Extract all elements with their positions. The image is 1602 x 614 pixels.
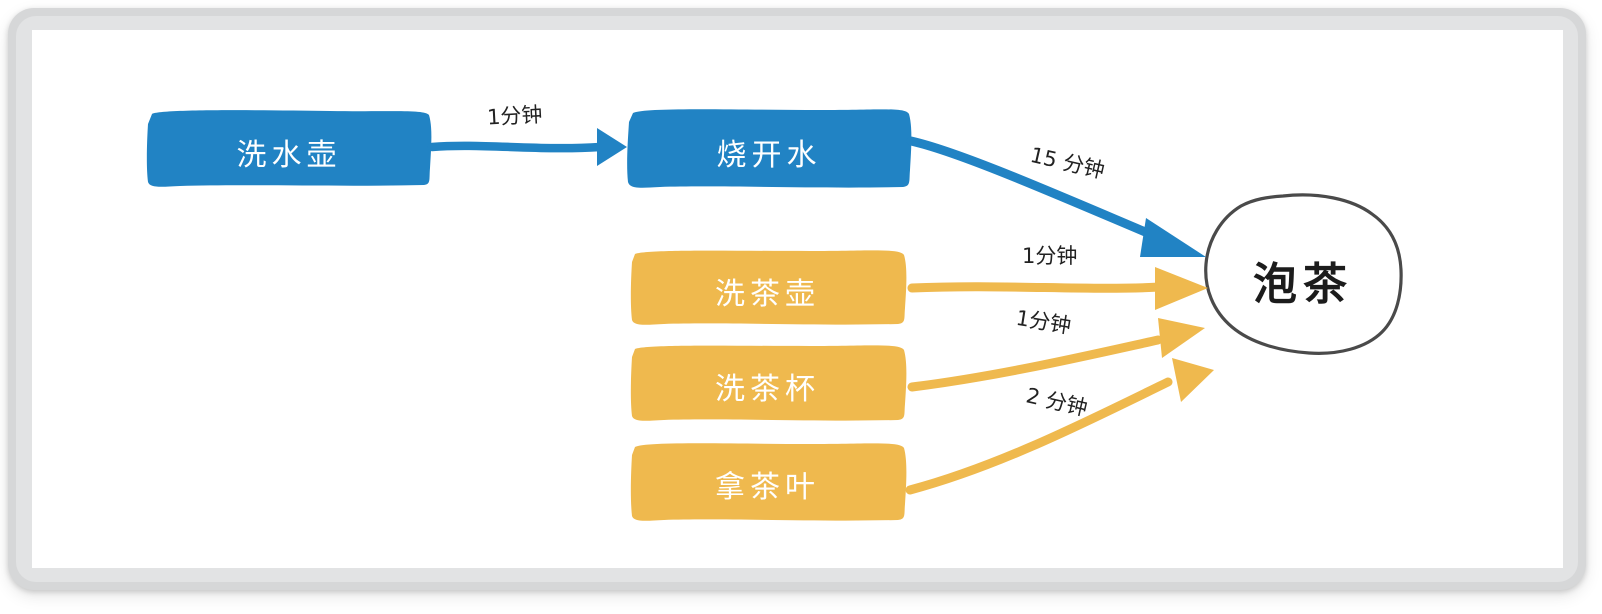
edge-get-tealeaf-to-make-tea [905, 358, 1214, 495]
node-label-boil-water: 烧开水 [716, 138, 822, 173]
edge-wash-teapot-to-make-tea [907, 267, 1208, 310]
node-shape-get-tealeaf[interactable] [630, 443, 907, 521]
node-label-wash-teacup: 洗茶杯 [715, 372, 820, 407]
arrowhead [1140, 218, 1206, 257]
arrowhead [597, 128, 627, 166]
node-shape-wash-teapot[interactable] [630, 250, 907, 325]
arrowhead [1158, 318, 1205, 358]
edge-line [427, 141, 605, 153]
node-label-wash-kettle: 洗水壶 [236, 138, 342, 173]
edge-line [905, 377, 1173, 495]
edge-line [907, 335, 1163, 392]
edge-boil-water-to-make-tea [906, 136, 1206, 257]
node-label-make-tea: 泡茶 [1253, 259, 1353, 310]
node-label-get-tealeaf: 拿茶叶 [715, 470, 820, 505]
edge-wash-teacup-to-make-tea [907, 318, 1205, 392]
node-shape-make-tea[interactable] [1204, 193, 1403, 355]
edge-line [907, 282, 1165, 293]
node-shape-boil-water[interactable] [627, 109, 912, 188]
arrowhead [1155, 267, 1208, 310]
node-shape-wash-teacup[interactable] [630, 345, 907, 421]
edge-label-wash-teapot-to-make-tea: 1分钟 [1022, 244, 1078, 268]
arrowhead [1172, 358, 1214, 402]
node-shape-wash-kettle[interactable] [146, 110, 432, 187]
edge-label-wash-kettle-to-boil-water: 1分钟 [486, 102, 544, 130]
edge-line [906, 136, 1155, 239]
node-label-wash-teapot: 洗茶壶 [715, 277, 820, 312]
edge-wash-kettle-to-boil-water [427, 128, 627, 166]
